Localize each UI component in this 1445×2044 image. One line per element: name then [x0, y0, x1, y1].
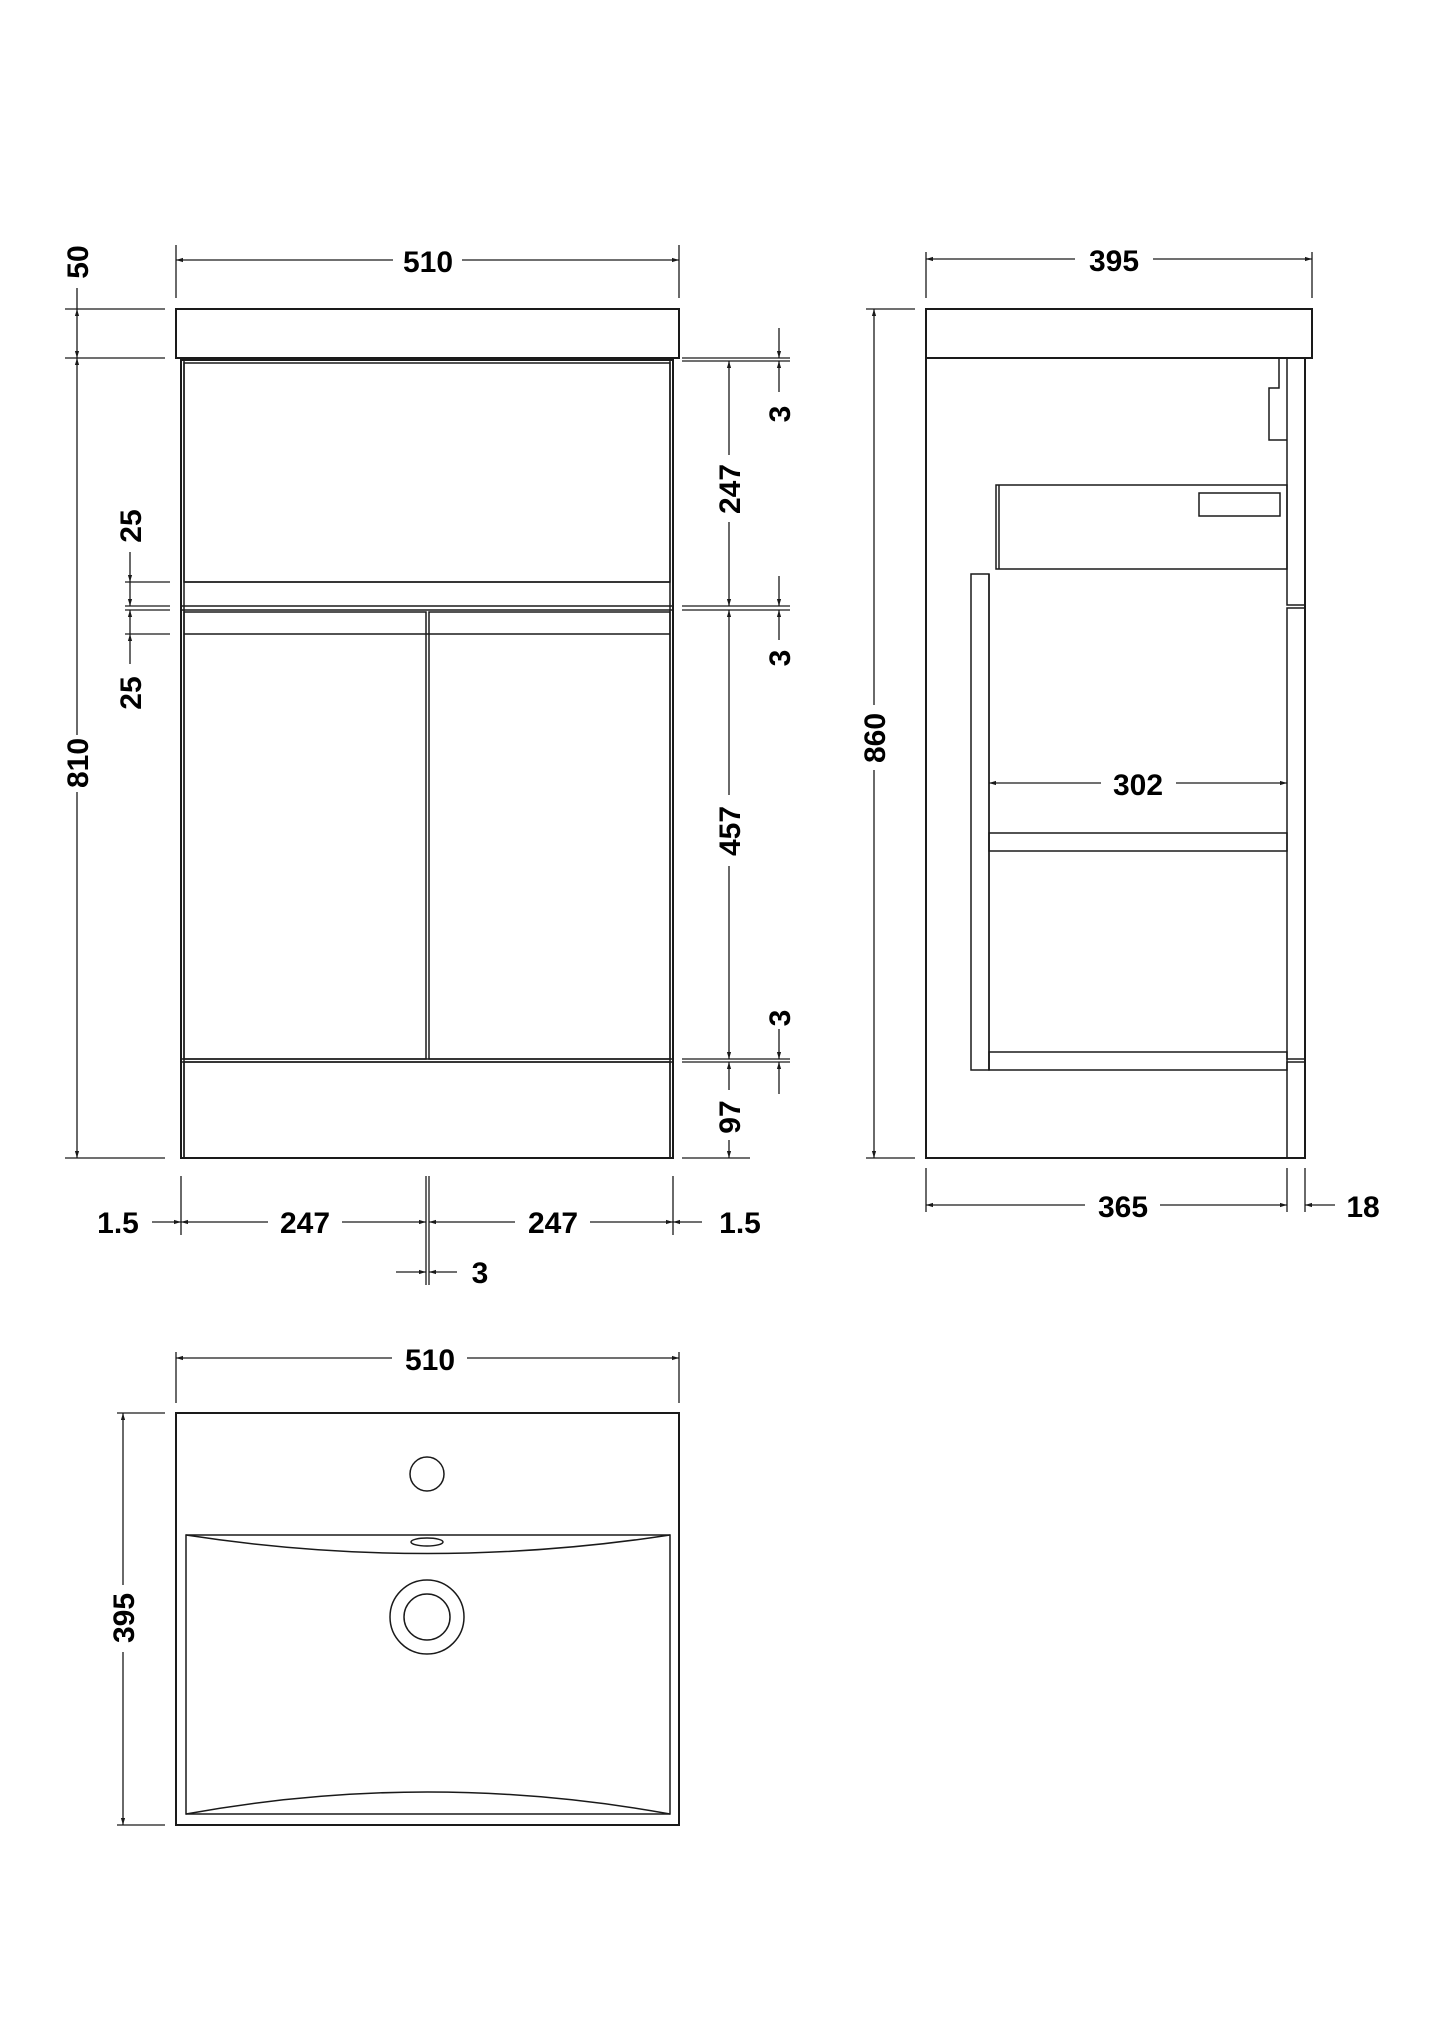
- dim-rail-upper: 25: [115, 509, 148, 542]
- side-middle-shelf: [988, 832, 1288, 852]
- side-lower-door-edge: [1286, 607, 1306, 1060]
- dim-right-door-width: 247: [528, 1207, 578, 1240]
- dim-front-width: 510: [403, 246, 453, 279]
- dim-rail-lower: 25: [115, 676, 148, 709]
- top-view: 510 395: [108, 1344, 680, 1826]
- basin-bowl: [185, 1534, 671, 1815]
- side-view: 395 860 302 365 18: [859, 245, 1380, 1224]
- side-upper-door-edge: [1286, 357, 1306, 606]
- dim-lower-gap: 3: [764, 1010, 797, 1027]
- dim-plinth-height: 97: [714, 1100, 747, 1133]
- dim-upper-gap: 3: [764, 406, 797, 423]
- side-panel: [970, 573, 990, 1071]
- side-plinth-edge: [1286, 1061, 1306, 1159]
- dim-internal-depth: 302: [1113, 769, 1163, 802]
- front-right-door: [428, 611, 671, 1060]
- side-drawer: [995, 484, 1288, 570]
- basin-front-curve: [185, 1791, 671, 1815]
- basin-outline: [175, 1412, 680, 1826]
- side-drawer-handle: [1198, 492, 1281, 517]
- dim-door-height: 457: [714, 806, 747, 856]
- overflow-icon: [410, 1537, 444, 1547]
- front-upper-panel: [183, 362, 671, 583]
- dim-right-edge-gap: 1.5: [719, 1207, 761, 1240]
- dim-center-gap: 3: [472, 1257, 489, 1290]
- waste-inner-icon: [403, 1593, 451, 1641]
- side-bottom-shelf: [988, 1051, 1288, 1071]
- dim-carcass-depth: 365: [1098, 1191, 1148, 1224]
- front-basin-top: [175, 308, 680, 359]
- side-basin-top: [925, 308, 1313, 359]
- front-plinth: [183, 1061, 671, 1159]
- dim-door-thickness: 18: [1346, 1191, 1379, 1224]
- dim-upper-panel: 247: [714, 464, 747, 514]
- waste-outer-icon: [389, 1579, 465, 1655]
- dim-side-height: 860: [859, 713, 892, 763]
- dim-body-height: 810: [62, 738, 95, 788]
- front-carcass: [180, 359, 674, 1159]
- front-left-door: [183, 611, 427, 1060]
- dim-left-edge-gap: 1.5: [97, 1207, 139, 1240]
- dim-top-height: 50: [62, 245, 95, 278]
- basin-back-curve: [185, 1534, 671, 1555]
- dim-basin-width: 510: [405, 1344, 455, 1377]
- tap-hole-icon: [409, 1456, 445, 1492]
- dim-left-door-width: 247: [280, 1207, 330, 1240]
- dim-middle-gap: 3: [764, 650, 797, 667]
- dim-side-depth: 395: [1089, 245, 1139, 278]
- side-bracket: [1268, 358, 1287, 441]
- side-carcass: [925, 358, 1306, 1159]
- front-view: 510 50 810 25 25 247: [62, 245, 797, 1290]
- dim-basin-depth: 395: [108, 1593, 141, 1643]
